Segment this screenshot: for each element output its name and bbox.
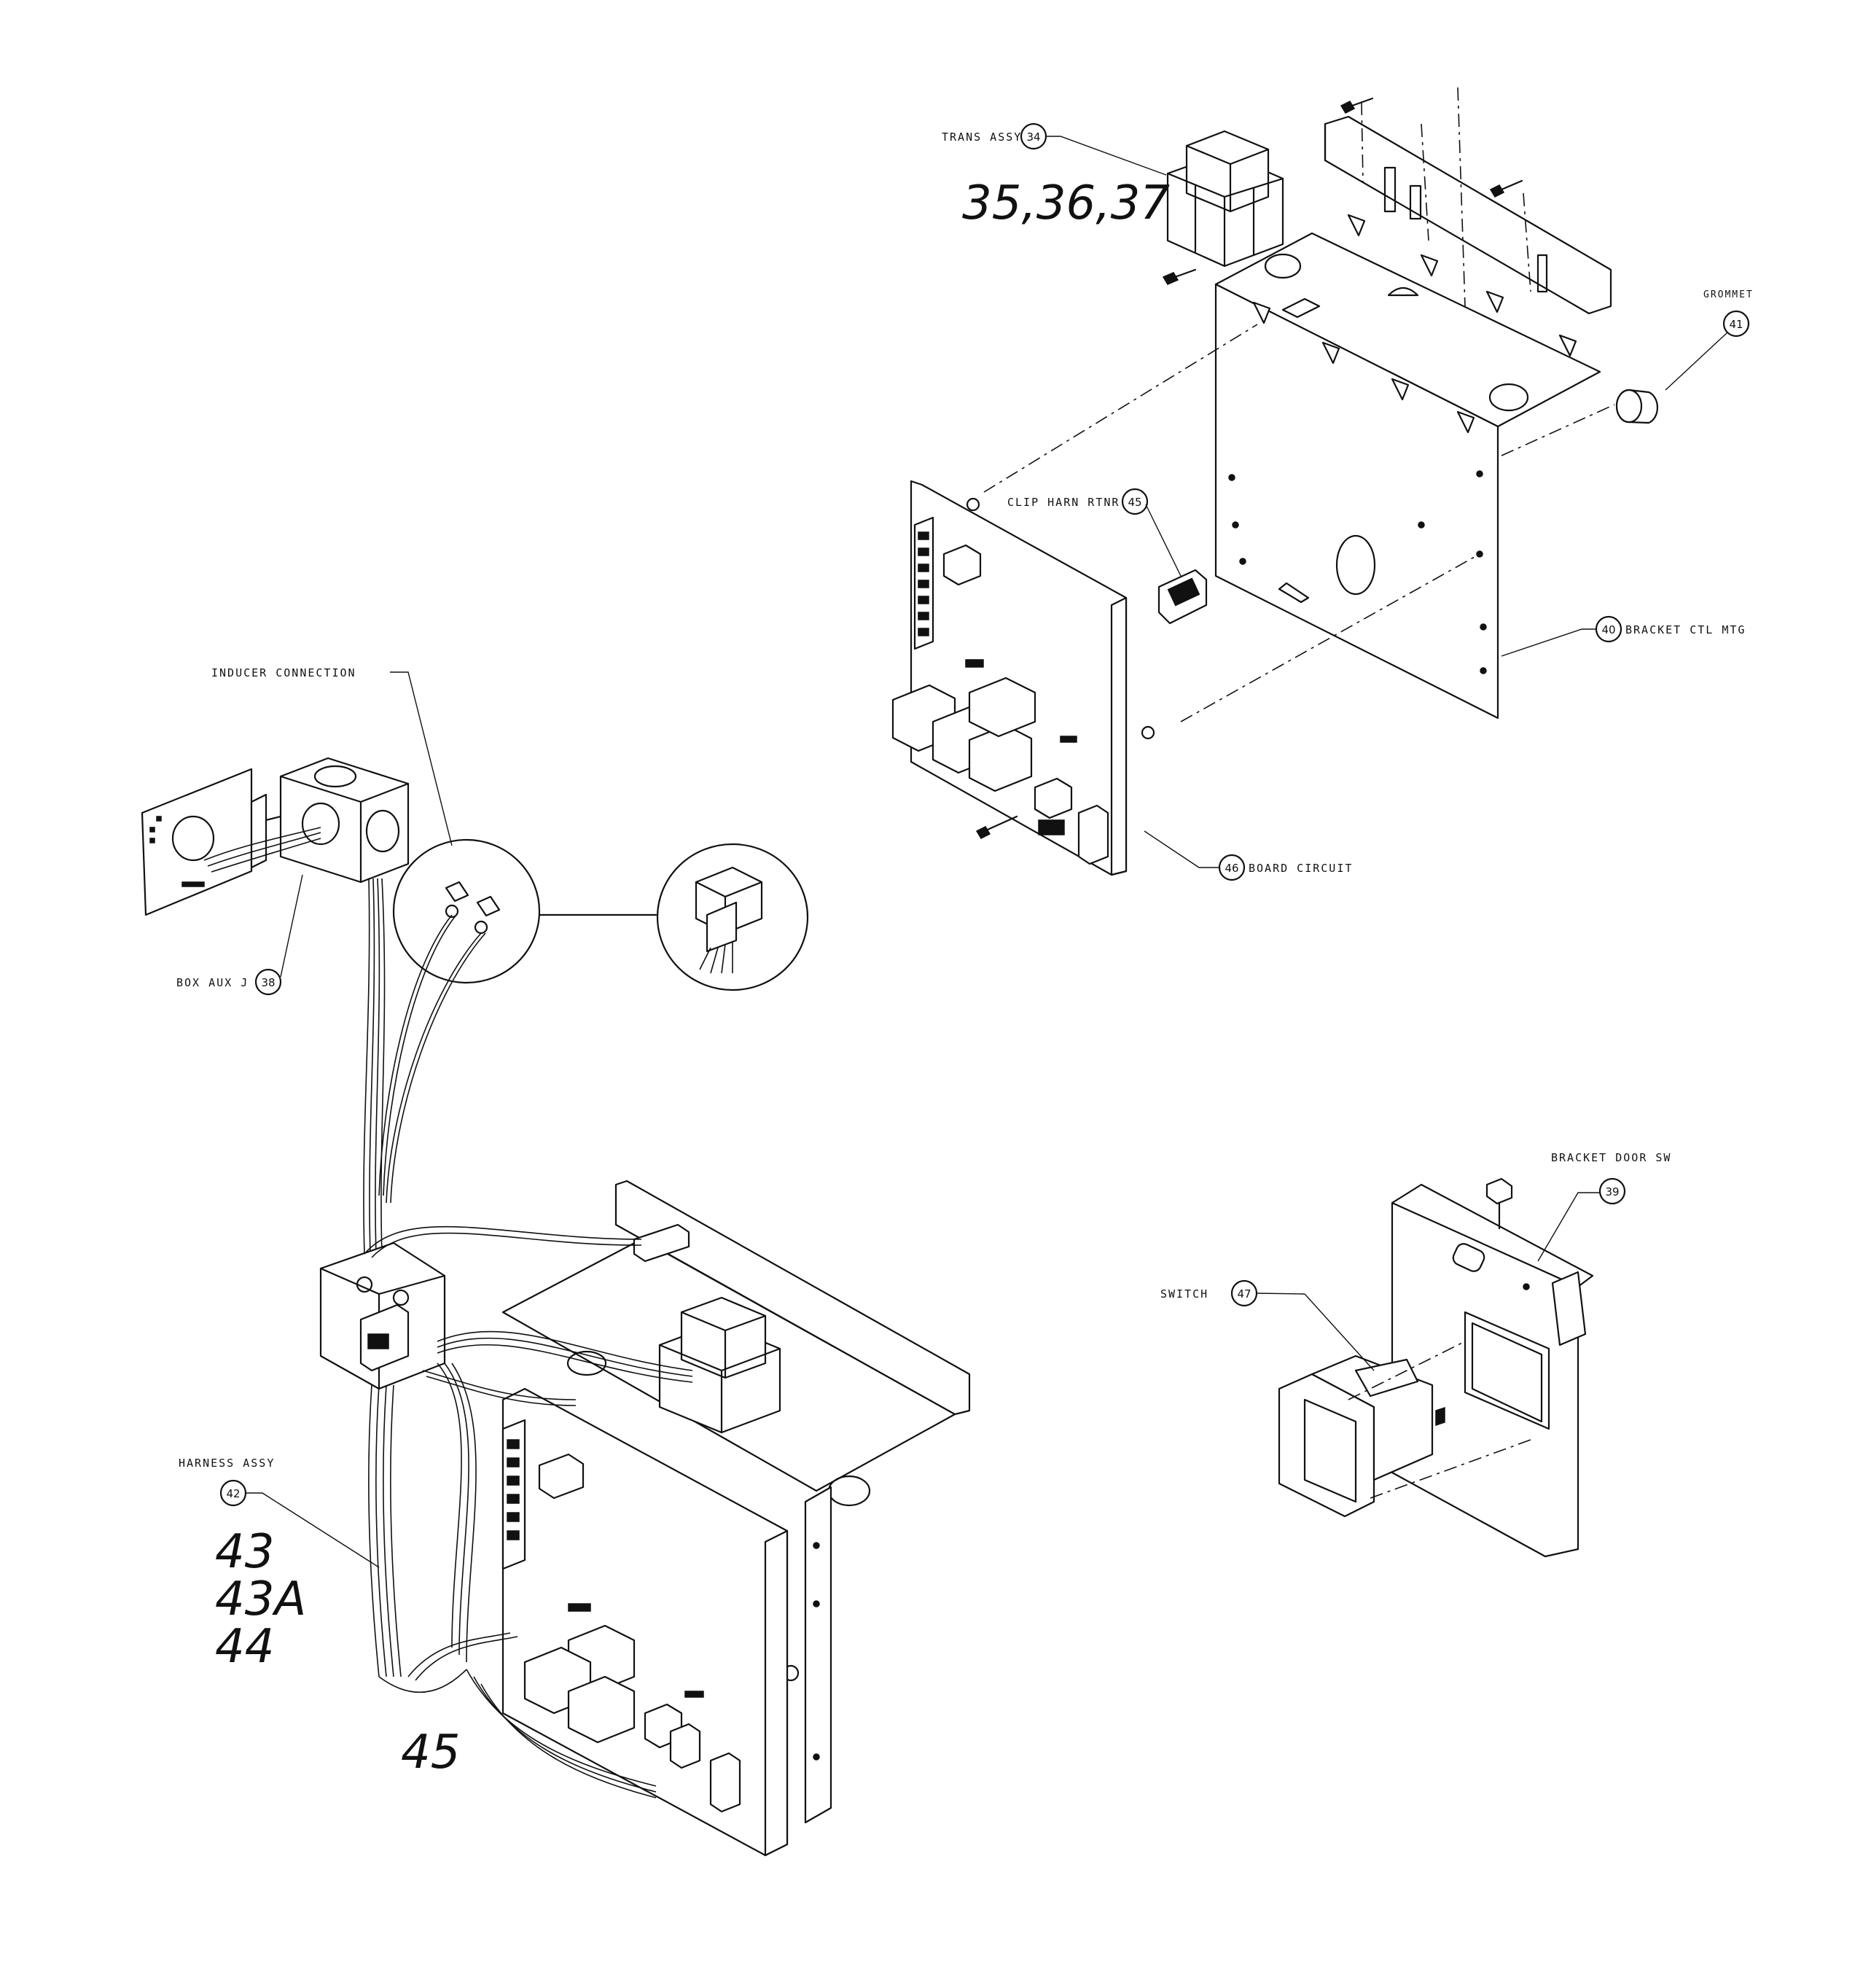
callout-38: 38 [261,976,275,989]
handwritten-43a: 43A [215,1572,306,1626]
label-bracket-door-group: BRACKET DOOR SW 39 [1537,1151,1671,1262]
grommet-drawing [1615,389,1658,424]
label-board-circuit: BOARD CIRCUIT [1249,862,1353,875]
label-switch: SWITCH [1160,1287,1208,1301]
bracket-door-sw-drawing [1391,1177,1594,1558]
label-bracket-ctl-mtg: BRACKET CTL MTG [1625,623,1746,636]
callout-34: 34 [1026,130,1040,144]
label-trans-assy: TRANS ASSY [942,130,1022,144]
label-harness-assy-group: HARNESS ASSY 42 43 43A 44 45 [179,1457,460,1780]
label-clip-harn-rtnr: CLIP HARN RTNR [1007,496,1120,509]
label-bracket-door-sw: BRACKET DOOR SW [1551,1151,1671,1164]
harness-wires-vertical [363,878,486,1255]
callout-45: 45 [1128,496,1141,509]
label-bracket-ctl-group: 40 BRACKET CTL MTG [1501,615,1746,657]
callout-40: 40 [1601,623,1615,636]
bracket-ctl-mtg-drawing [1214,115,1612,720]
label-board-circuit-group: 46 BOARD CIRCUIT [1144,830,1353,881]
handwritten-trans-parts: 35,36,37 [962,176,1170,230]
box-aux-j-drawing [141,757,410,916]
handwritten-43: 43 [215,1525,274,1579]
label-inducer-connection: INDUCER CONNECTION [211,666,356,679]
board-circuit-top-drawing [891,480,1155,876]
label-trans-assy-group: TRANS ASSY 34 35,36,37 [942,122,1170,230]
label-switch-group: SWITCH 47 [1160,1279,1305,1307]
callout-41: 41 [1729,318,1743,331]
clip-harness-retainer-drawing [1157,569,1208,625]
label-inducer-group: INDUCER CONNECTION [211,666,453,846]
label-harness-assy: HARNESS ASSY [179,1457,275,1470]
inducer-connection-detail [392,838,809,991]
label-box-aux-group: BOX AUX J 38 [176,874,303,996]
handwritten-44: 44 [215,1620,274,1674]
label-grommet: GROMMET [1703,289,1754,300]
callout-42: 42 [226,1487,240,1500]
handwritten-45: 45 [401,1726,460,1780]
transformer-top-drawing [1162,97,1523,285]
label-clip-harn-group: CLIP HARN RTNR 45 [1007,488,1182,577]
label-grommet-group: GROMMET 41 [1665,289,1754,391]
callout-46: 46 [1225,862,1238,875]
assembled-control-drawing [319,1180,971,1857]
callout-39: 39 [1605,1185,1619,1198]
label-box-aux-j: BOX AUX J [176,976,249,989]
switch-drawing [1278,1354,1445,1518]
callout-47: 47 [1237,1287,1251,1301]
